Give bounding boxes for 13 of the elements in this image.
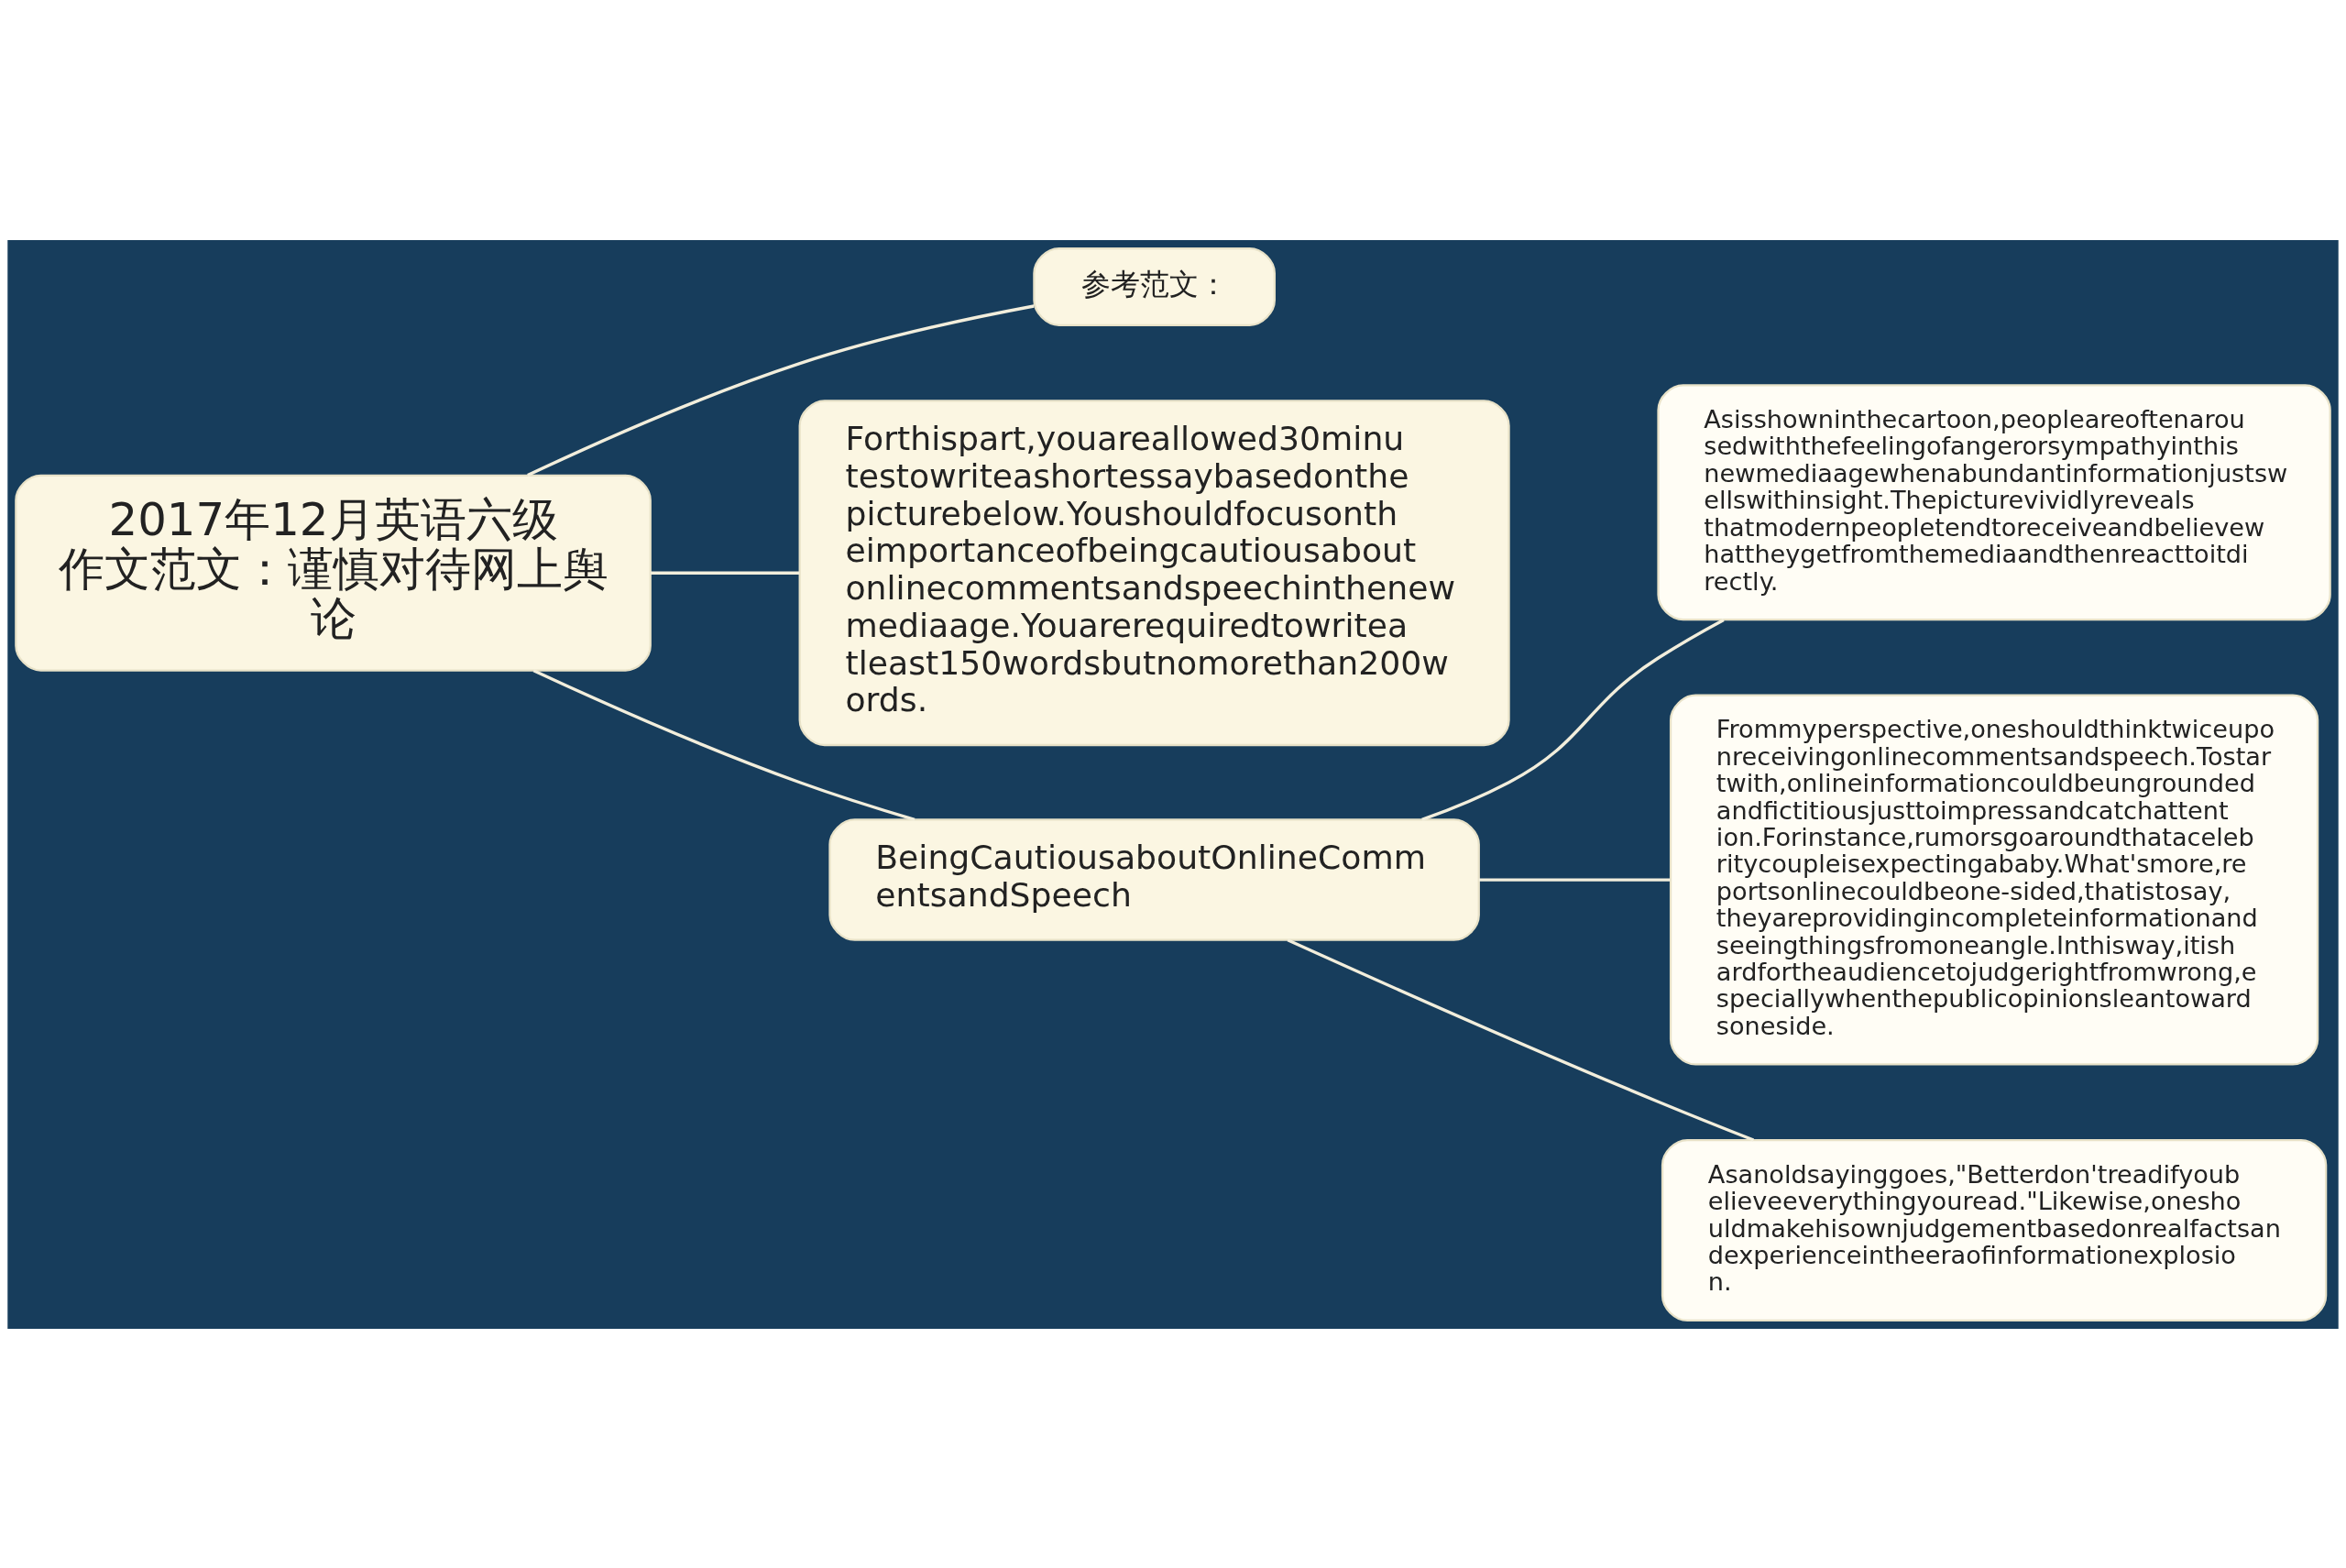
node-box: Frommyperspective,oneshouldthinktwiceuponreceivingonlinecommentsandspeech.Tostartwith,onlineinformationcouldbeungroundedandfictitiousjusttoimpressandcatchattention.Forinstance,rumorsgoaroundthatacelebritycoupleisexpectingababy.What'smore,reportsonlinecouldbeone-sided,thatistosay,theyareprovidingincompleteinformationandseeingthingsfromoneangle.Inthisway,itishardfortheaudiencetojudgerightfromwrong,especiallywhenthepublicopinionsleantowardsoneside. — [1669, 694, 2319, 1066]
connector — [1421, 618, 1725, 821]
connector — [1287, 938, 1755, 1142]
connector — [527, 303, 1035, 477]
connector — [650, 571, 800, 575]
node-box: 2017年12月英语六级作文范文：谨慎对待网上舆论 — [15, 474, 652, 672]
node-box: Asanoldsayinggoes,"Betterdon'treadifyoubelieveeverythingyouread."Likewise,oneshouldmakehisownjudgementbasedonrealfactsandexperienceintheeraofinformationexplosion. — [1661, 1138, 2328, 1321]
node-box: Asisshowninthecartoon,peopleareoftenarousedwiththefeelingofangerorsympathyinthisnewmediaagewhenabundantinformationjustswellswithinsight.Thepicturevividlyrevealsthatmodernpeopletendtoreceiveandbelievewhattheygetfromthemediaandthenreacttoitdirectly. — [1657, 383, 2331, 620]
connector — [532, 668, 915, 821]
node-box: 参考范文： — [1033, 247, 1276, 326]
node-box: Forthispart,youareallowed30minutestowriteashortessaybasedonthepicturebelow.Youshouldfocusontheimportanceofbeingcautiousaboutonlinecommentsandspeechinthenewmediaage.Youarerequiredtowriteatleast150wordsbutnomorethan200words. — [798, 399, 1510, 746]
node-box: BeingCautiousaboutOnlineCommentsandSpeech — [828, 817, 1480, 941]
connector — [1478, 877, 1671, 882]
